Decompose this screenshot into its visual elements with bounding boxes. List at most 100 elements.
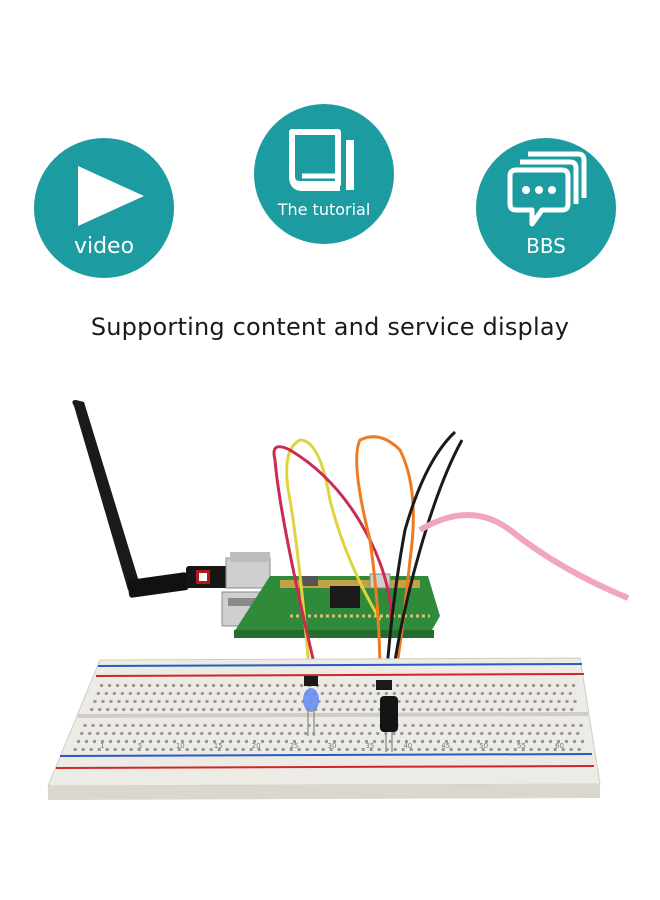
breadboard-hole — [292, 740, 296, 743]
breadboard-hole — [517, 700, 521, 703]
breadboard-hole — [100, 740, 104, 743]
breadboard-hole — [272, 732, 276, 735]
breadboard-hole — [256, 732, 260, 735]
breadboard-hole — [84, 740, 88, 743]
breadboard-hole — [109, 700, 113, 703]
breadboard-hole — [192, 692, 196, 695]
breadboard-hole — [242, 708, 246, 711]
breadboard-hole — [140, 684, 144, 687]
breadboard-hole — [425, 748, 429, 751]
breadboard-hole — [421, 700, 425, 703]
breadboard-hole — [264, 732, 268, 735]
breadboard-hole — [508, 740, 512, 743]
breadboard-hole — [376, 692, 380, 695]
breadboard-hole — [405, 700, 409, 703]
breadboard-hole — [507, 724, 511, 727]
capacitor — [376, 680, 398, 752]
breadboard-hole — [179, 724, 183, 727]
breadboard-hole — [148, 684, 152, 687]
breadboard-hole — [260, 740, 264, 743]
breadboard-hole — [466, 708, 470, 711]
breadboard-hole — [332, 684, 336, 687]
breadboard-hole — [123, 724, 127, 727]
breadboard-hole — [133, 700, 137, 703]
breadboard-hole — [307, 724, 311, 727]
breadboard-hole — [485, 700, 489, 703]
breadboard-hole — [112, 732, 116, 735]
breadboard-hole — [241, 748, 245, 751]
breadboard-hole — [544, 732, 548, 735]
breadboard-hole — [120, 732, 124, 735]
breadboard-hole — [380, 740, 384, 743]
breadboard-hole — [117, 700, 121, 703]
breadboard-hole — [201, 748, 205, 751]
breadboard-hole — [153, 748, 157, 751]
breadboard-hole — [392, 692, 396, 695]
breadboard-hole — [232, 692, 236, 695]
breadboard-hole — [267, 724, 271, 727]
breadboard-hole — [217, 748, 221, 751]
breadboard-hole — [289, 748, 293, 751]
breadboard-hole — [377, 748, 381, 751]
breadboard-hole — [532, 684, 536, 687]
breadboard-hole — [368, 692, 372, 695]
breadboard-hole — [396, 740, 400, 743]
breadboard-hole — [298, 708, 302, 711]
breadboard-hole — [426, 708, 430, 711]
breadboard-hole — [544, 692, 548, 695]
breadboard-hole — [432, 692, 436, 695]
breadboard-hole — [553, 748, 557, 751]
breadboard-hole — [155, 724, 159, 727]
breadboard-hole — [448, 692, 452, 695]
breadboard-hole — [144, 692, 148, 695]
breadboard-hole — [442, 708, 446, 711]
breadboard-hole — [235, 724, 239, 727]
book-icon — [289, 129, 354, 191]
breadboard-hole — [116, 740, 120, 743]
breadboard-hole — [579, 724, 583, 727]
caption-text: Supporting content and service display — [90, 313, 570, 341]
breadboard-hole — [264, 692, 268, 695]
breadboard-hole — [572, 684, 576, 687]
breadboard-hole — [361, 748, 365, 751]
breadboard-hole — [488, 732, 492, 735]
breadboard-hole — [548, 684, 552, 687]
breadboard-hole — [240, 692, 244, 695]
breadboard-hole — [108, 740, 112, 743]
breadboard-hole — [169, 748, 173, 751]
breadboard-hole — [554, 708, 558, 711]
breadboard-hole — [435, 724, 439, 727]
tutorial-circle-button[interactable]: The tutorial — [254, 104, 394, 244]
breadboard-hole — [473, 748, 477, 751]
bbs-circle-button[interactable]: BBS — [476, 138, 616, 278]
breadboard-hole — [344, 692, 348, 695]
breadboard-hole — [456, 692, 460, 695]
breadboard-hole — [428, 684, 432, 687]
breadboard-hole — [355, 724, 359, 727]
breadboard-hole — [541, 700, 545, 703]
breadboard-hole — [482, 708, 486, 711]
breadboard-hole — [540, 740, 544, 743]
breadboard-hole — [424, 732, 428, 735]
breadboard-hole — [552, 692, 556, 695]
breadboard-hole — [316, 740, 320, 743]
video-circle-button[interactable]: video — [34, 138, 174, 278]
breadboard-hole — [237, 700, 241, 703]
breadboard-hole — [437, 700, 441, 703]
breadboard-hole — [461, 700, 465, 703]
breadboard-hole — [529, 748, 533, 751]
breadboard-hole — [531, 724, 535, 727]
breadboard-hole — [280, 692, 284, 695]
breadboard-hole — [73, 748, 77, 751]
breadboard-hole — [227, 724, 231, 727]
breadboard-hole — [156, 740, 160, 743]
breadboard-hole — [124, 684, 128, 687]
breadboard-hole — [357, 700, 361, 703]
breadboard-hole — [220, 740, 224, 743]
breadboard-hole — [108, 684, 112, 687]
breadboard-hole — [209, 748, 213, 751]
breadboard-hole — [194, 708, 198, 711]
breadboard-hole — [281, 748, 285, 751]
breadboard-hole — [460, 740, 464, 743]
breadboard-hole — [140, 740, 144, 743]
